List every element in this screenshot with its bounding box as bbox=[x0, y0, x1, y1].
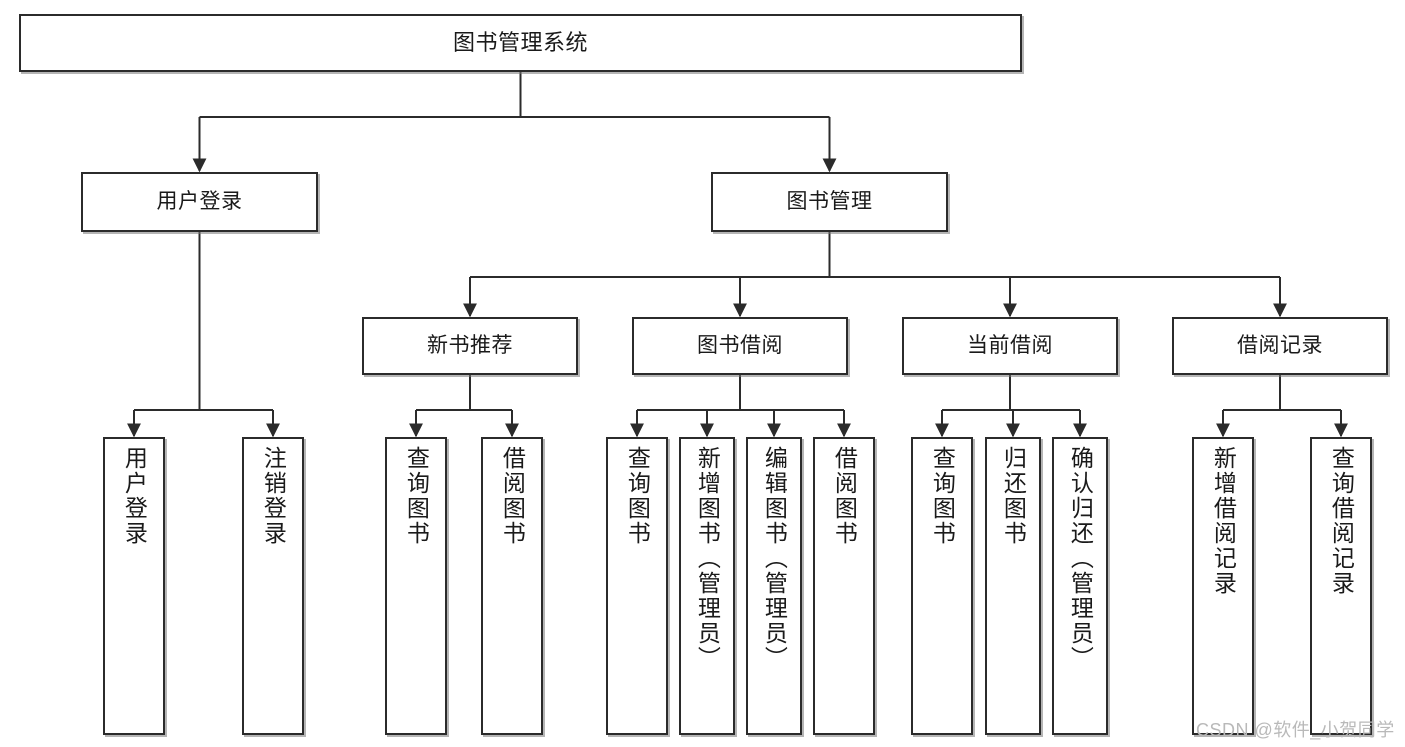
node-label-leaf-cb-query: 查询图书 bbox=[929, 446, 956, 546]
node-leaf-rec-borrow[interactable]: 借阅图书 bbox=[481, 437, 543, 735]
node-label-leaf-br-query: 查询借阅记录 bbox=[1328, 446, 1355, 596]
node-leaf-user-login[interactable]: 用户登录 bbox=[103, 437, 165, 735]
node-label-leaf-rec-borrow: 借阅图书 bbox=[499, 446, 526, 546]
node-leaf-bb-query[interactable]: 查询图书 bbox=[606, 437, 668, 735]
node-label-user-login: 用户登录 bbox=[156, 189, 243, 213]
node-label-book-manage: 图书管理 bbox=[786, 189, 873, 213]
node-label-leaf-cb-confirm: 确认归还（管理员） bbox=[1067, 446, 1094, 671]
node-leaf-cb-return[interactable]: 归还图书 bbox=[985, 437, 1041, 735]
node-leaf-br-query[interactable]: 查询借阅记录 bbox=[1310, 437, 1372, 735]
node-book-manage[interactable]: 图书管理 bbox=[711, 172, 948, 232]
node-label-book-borrow: 图书借阅 bbox=[697, 333, 783, 357]
node-leaf-cb-query[interactable]: 查询图书 bbox=[911, 437, 973, 735]
node-label-leaf-bb-add: 新增图书（管理员） bbox=[694, 446, 721, 671]
node-borrow-record[interactable]: 借阅记录 bbox=[1172, 317, 1388, 375]
node-leaf-bb-edit[interactable]: 编辑图书（管理员） bbox=[746, 437, 802, 735]
node-new-book-rec[interactable]: 新书推荐 bbox=[362, 317, 578, 375]
node-leaf-user-logout[interactable]: 注销登录 bbox=[242, 437, 304, 735]
node-label-leaf-rec-query: 查询图书 bbox=[403, 446, 430, 546]
node-leaf-rec-query[interactable]: 查询图书 bbox=[385, 437, 447, 735]
node-label-leaf-user-login: 用户登录 bbox=[121, 446, 148, 546]
node-leaf-br-add[interactable]: 新增借阅记录 bbox=[1192, 437, 1254, 735]
node-label-leaf-bb-borrow: 借阅图书 bbox=[831, 446, 858, 546]
node-label-leaf-br-add: 新增借阅记录 bbox=[1210, 446, 1237, 596]
node-leaf-bb-borrow[interactable]: 借阅图书 bbox=[813, 437, 875, 735]
node-leaf-cb-confirm[interactable]: 确认归还（管理员） bbox=[1052, 437, 1108, 735]
node-label-leaf-bb-edit: 编辑图书（管理员） bbox=[761, 446, 788, 671]
node-label-leaf-cb-return: 归还图书 bbox=[1000, 446, 1027, 546]
node-leaf-bb-add[interactable]: 新增图书（管理员） bbox=[679, 437, 735, 735]
node-current-borrow[interactable]: 当前借阅 bbox=[902, 317, 1118, 375]
node-label-current-borrow: 当前借阅 bbox=[967, 333, 1053, 357]
node-label-root: 图书管理系统 bbox=[452, 30, 588, 56]
node-label-leaf-bb-query: 查询图书 bbox=[624, 446, 651, 546]
node-book-borrow[interactable]: 图书借阅 bbox=[632, 317, 848, 375]
node-root[interactable]: 图书管理系统 bbox=[19, 14, 1022, 72]
node-label-new-book-rec: 新书推荐 bbox=[427, 333, 513, 357]
node-label-leaf-user-logout: 注销登录 bbox=[260, 446, 287, 546]
node-label-borrow-record: 借阅记录 bbox=[1237, 333, 1323, 357]
watermark: CSDN @软件_小贺同学 bbox=[1196, 720, 1395, 740]
node-user-login[interactable]: 用户登录 bbox=[81, 172, 318, 232]
